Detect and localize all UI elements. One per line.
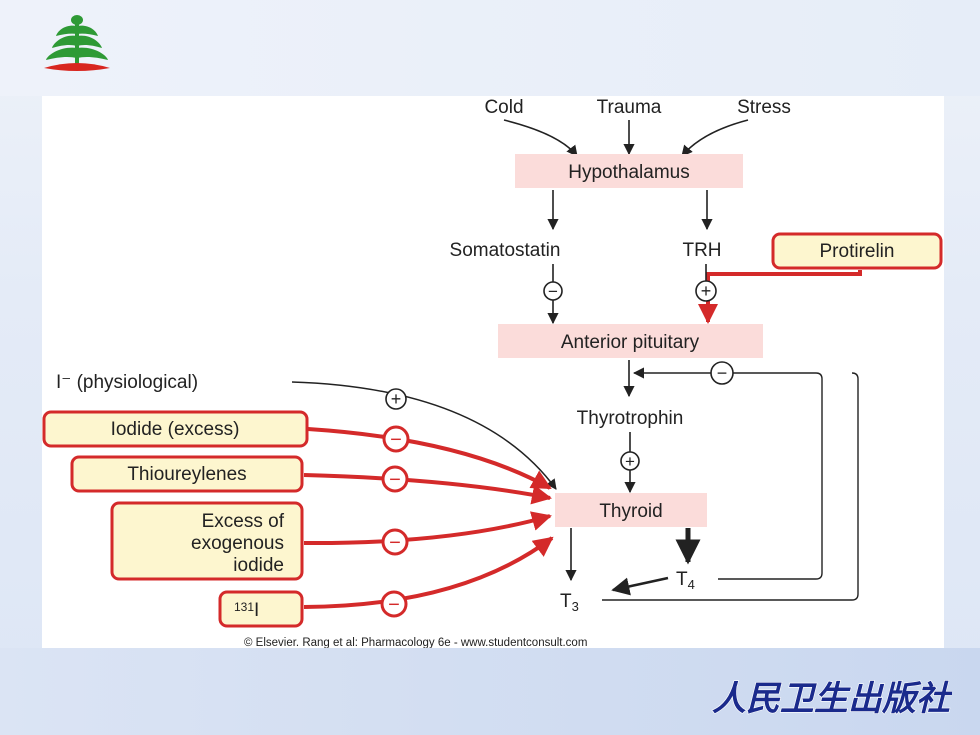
iodide-excess-minus-sign: − (390, 429, 402, 451)
t3-feedback-line (602, 372, 859, 601)
leaf-logo-icon (44, 15, 110, 71)
publisher-logo: 人民卫生出版社 (711, 678, 952, 719)
cold-label: Cold (484, 97, 523, 118)
thioureylenes-label: Thioureylenes (127, 464, 246, 485)
protirelin-label: Protirelin (820, 241, 895, 262)
diagram-panel: Cold Trauma Stress Hypothalamus Somatost… (42, 96, 944, 648)
copyright-text: © Elsevier. Rang et al: Pharmacology 6e … (244, 637, 587, 648)
cold-arrow (503, 119, 578, 157)
t4-feedback-line (718, 372, 823, 580)
exogenous-iodide-minus-icon (381, 528, 409, 556)
somatostatin-label: Somatostatin (450, 240, 561, 261)
iodide-physiological-plus-sign: + (391, 389, 402, 409)
thioureylenes-minus-icon (381, 465, 409, 493)
stress-label: Stress (737, 97, 791, 118)
top-band (0, 0, 980, 96)
anterior-pituitary-box (498, 324, 763, 358)
exogenous-iodide-line-2: exogenous (191, 533, 284, 554)
radioiodine-minus-sign: − (388, 594, 400, 616)
hypothalamus-label: Hypothalamus (568, 162, 689, 183)
anterior-pituitary-label: Anterior pituitary (561, 332, 700, 353)
trh-plus-sign: + (701, 281, 712, 301)
somatostatin-minus-sign: − (548, 282, 558, 301)
trh-label: TRH (682, 240, 721, 261)
iodide-excess-minus-icon (382, 425, 410, 453)
radioiodine-arrow (303, 536, 554, 609)
thyrotrophin-plus-sign: + (625, 452, 635, 471)
exogenous-iodide-line-1: Excess of (202, 511, 285, 532)
radioiodine-box (218, 590, 304, 628)
iodide-excess-arrow (307, 427, 552, 490)
radioiodine-label: 131I (234, 600, 259, 621)
exogenous-iodide-box (110, 501, 304, 581)
thyrotrophin-label: Thyrotrophin (577, 408, 684, 429)
thioureylenes-box (70, 455, 304, 493)
protirelin-box (771, 232, 943, 270)
thioureylenes-minus-sign: − (389, 469, 401, 491)
iodide-physiological-label: I⁻ (physiological) (56, 372, 198, 393)
thyroid-label: Thyroid (599, 501, 662, 522)
bottom-band (0, 648, 980, 735)
iodide-physiological-arrow (291, 381, 557, 490)
thyroid-regulation-diagram: Cold Trauma Stress Hypothalamus Somatost… (42, 97, 943, 648)
iodide-excess-box (42, 410, 309, 448)
t3-label: T3 (560, 591, 579, 614)
stress-arrow (681, 119, 749, 157)
radioiodine-minus-icon (380, 590, 408, 618)
thyroid-box (555, 493, 707, 527)
trauma-label: Trauma (597, 97, 662, 118)
exogenous-iodide-minus-sign: − (389, 532, 401, 554)
exogenous-iodide-line-3: iodide (233, 555, 284, 576)
publisher-name: 人民卫生出版社 (712, 679, 952, 719)
iodide-excess-label: Iodide (excess) (111, 419, 240, 440)
protirelin-arrow (698, 270, 862, 324)
trh-plus-icon (695, 280, 717, 302)
feedback-minus-sign: − (717, 363, 728, 383)
thioureylenes-arrow (303, 473, 552, 505)
hypothalamus-box (515, 154, 743, 188)
iodide-physiological-plus-icon (385, 388, 407, 410)
t4-to-t3-arrow (611, 576, 669, 596)
t4-label: T4 (676, 569, 695, 592)
exogenous-iodide-arrow (303, 511, 552, 546)
